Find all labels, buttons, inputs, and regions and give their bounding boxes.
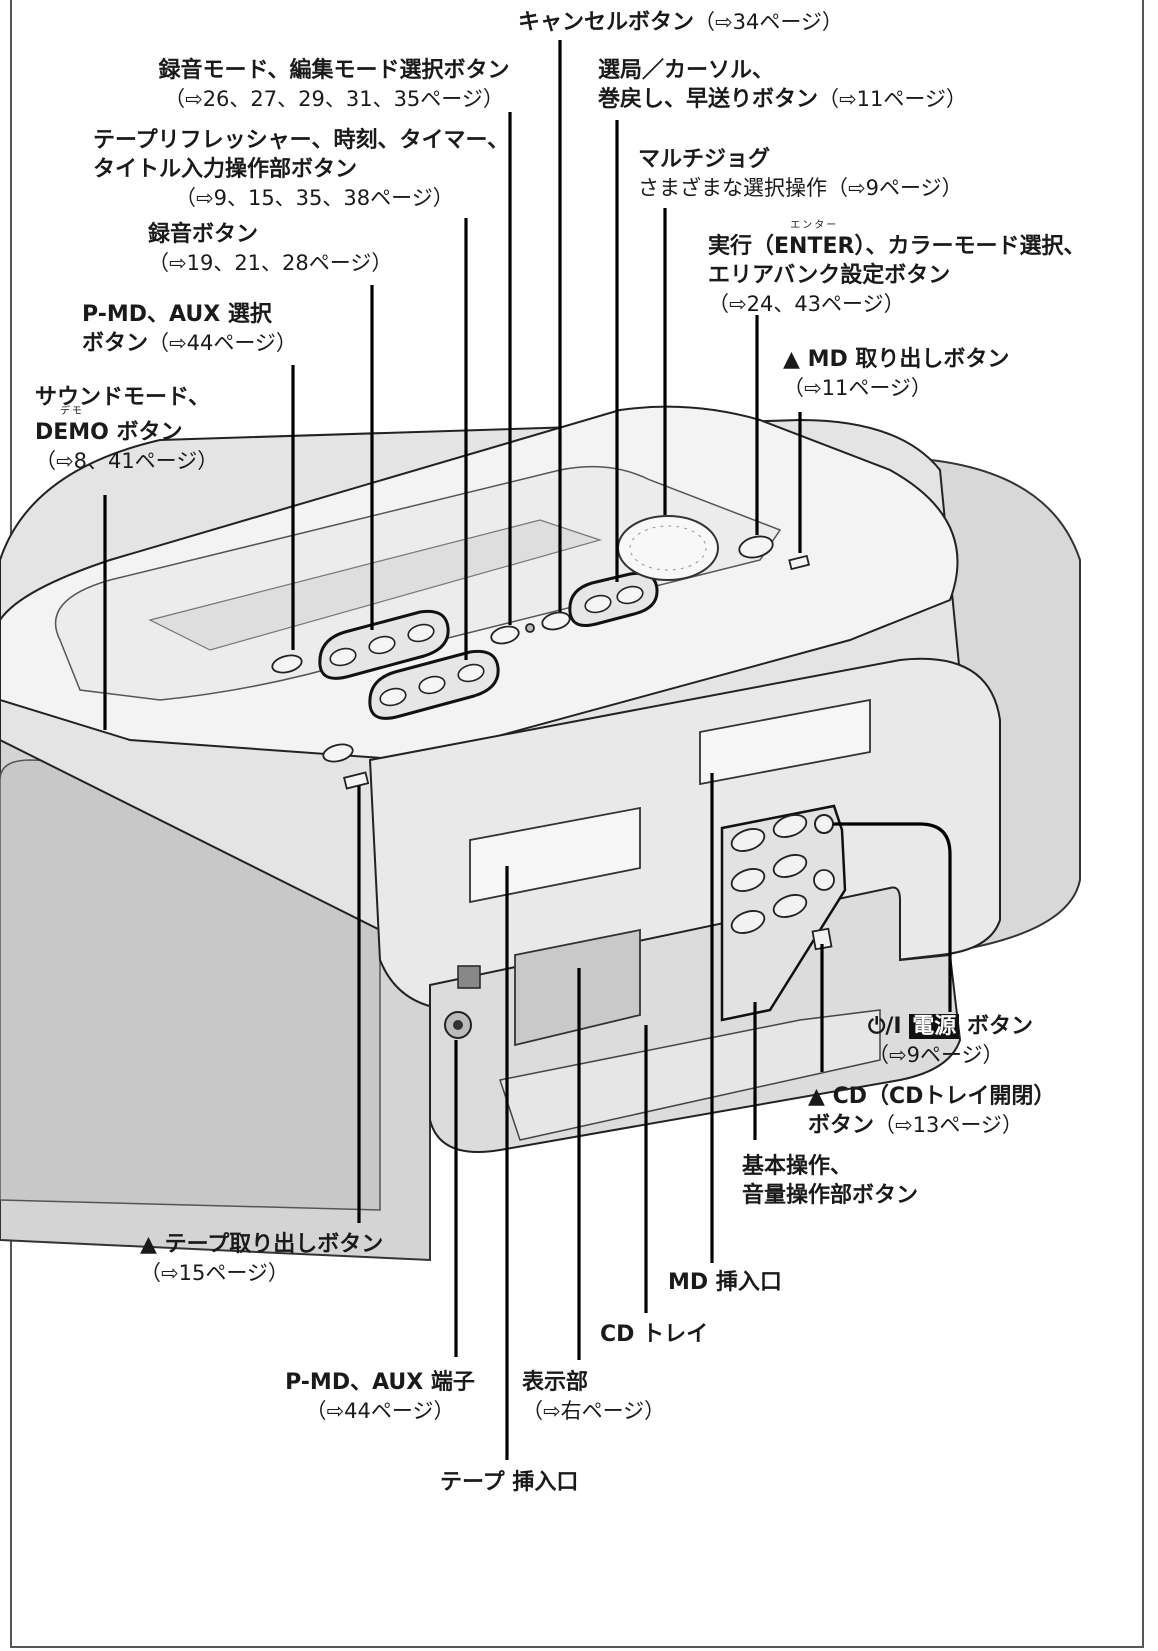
label-record-button: 録音ボタン （⇨19、21、28ページ）	[148, 222, 393, 275]
label-power-button: ⏻/I 電源 ボタン （⇨9ページ）	[868, 1014, 1033, 1067]
label-display: 表示部 （⇨右ページ）	[522, 1370, 666, 1423]
control-pad-buttons	[730, 814, 835, 934]
label-cd-eject-button: ▲ CD（CDトレイ開閉） ボタン（⇨13ページ）	[808, 1084, 1056, 1138]
power-button-shape	[814, 814, 834, 834]
jack-square	[457, 965, 481, 989]
label-tape-slot: テープ 挿入口	[440, 1470, 579, 1495]
label-pmd-jack: P-MD、AUX 端子 （⇨44ページ）	[285, 1370, 475, 1423]
top-buttons	[271, 535, 811, 790]
cd-tray-shape	[499, 1009, 881, 1141]
tape-slot-shape	[469, 806, 641, 904]
label-basic-ops-buttons: 基本操作、 音量操作部ボタン	[742, 1154, 919, 1208]
label-md-eject-button: ▲ MD 取り出しボタン （⇨11ページ）	[783, 347, 1010, 400]
label-rec-mode-button: 録音モード、編集モード選択ボタン （⇨26、27、29、31、35ページ）	[158, 58, 510, 111]
label-tape-eject-button: ▲ テープ取り出しボタン （⇨15ページ）	[140, 1232, 384, 1285]
label-pmd-select-button: P-MD、AUX 選択 ボタン（⇨44ページ）	[82, 302, 297, 356]
label-multijog: マルチジョグ さまざまな選択操作（⇨9ページ）	[638, 147, 963, 200]
md-slot-shape	[699, 698, 871, 786]
label-md-slot: MD 挿入口	[668, 1270, 782, 1295]
label-tape-refresher-button: テープリフレッシャー、時刻、タイマー、 タイトル入力操作部ボタン （⇨9、15、…	[93, 128, 510, 210]
label-tuning-button: 選局／カーソル、 巻戻し、早送りボタン（⇨11ページ）	[598, 58, 967, 112]
multijog-dial	[617, 515, 719, 581]
label-cd-tray: CD トレイ	[600, 1322, 709, 1347]
label-cancel-button: キャンセルボタン（⇨34ページ）	[518, 10, 843, 35]
top-slot	[148, 519, 603, 651]
leader-lines	[103, 40, 952, 1460]
